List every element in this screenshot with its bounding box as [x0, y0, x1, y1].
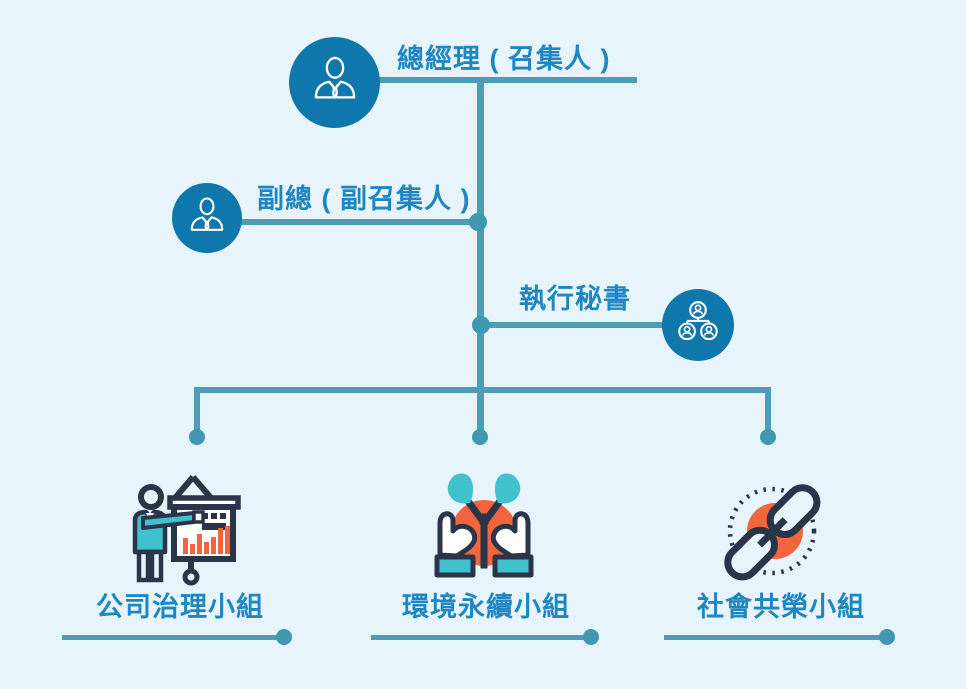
group-label-governance: 公司治理小組	[96, 592, 264, 622]
group-label-social: 社會共榮小組	[697, 592, 865, 622]
underline-environment	[371, 635, 591, 640]
underline-governance	[62, 635, 284, 640]
connector-trunk-vertical	[477, 77, 484, 430]
connector-branch-left-vertical	[194, 387, 200, 430]
deputy-node-circle	[172, 183, 242, 253]
deputy-node-label: 副總 ( 副召集人 )	[257, 184, 471, 214]
branch-dot-left	[189, 429, 205, 445]
branch-dot-center	[472, 429, 488, 445]
underline-dot-social	[879, 629, 895, 645]
connector-deputy-horizontal	[207, 219, 478, 225]
underline-dot-environment	[583, 629, 599, 645]
chain-links-icon	[724, 484, 821, 581]
branch-dot-right	[760, 429, 776, 445]
presentation-chart-icon	[132, 475, 241, 586]
underline-social	[664, 635, 887, 640]
group-label-environment: 環境永續小組	[402, 592, 570, 622]
manager-icon	[184, 193, 230, 244]
secretary-node-circle	[662, 289, 734, 361]
connector-branch-right-vertical	[765, 387, 771, 430]
manager-icon	[306, 51, 364, 114]
secretary-node-label: 執行秘書	[519, 284, 631, 314]
root-node-circle	[289, 37, 380, 128]
connector-branch-horizontal	[194, 387, 771, 393]
connector-root-horizontal	[334, 77, 637, 83]
connector-secretary-horizontal	[480, 322, 696, 328]
hands-sprout-icon	[434, 473, 534, 578]
junction-dot-deputy	[469, 213, 487, 231]
team-icon	[672, 297, 724, 354]
underline-dot-governance	[276, 629, 292, 645]
junction-dot-secretary	[472, 316, 490, 334]
root-node-label: 總經理 ( 召集人 )	[397, 44, 611, 74]
